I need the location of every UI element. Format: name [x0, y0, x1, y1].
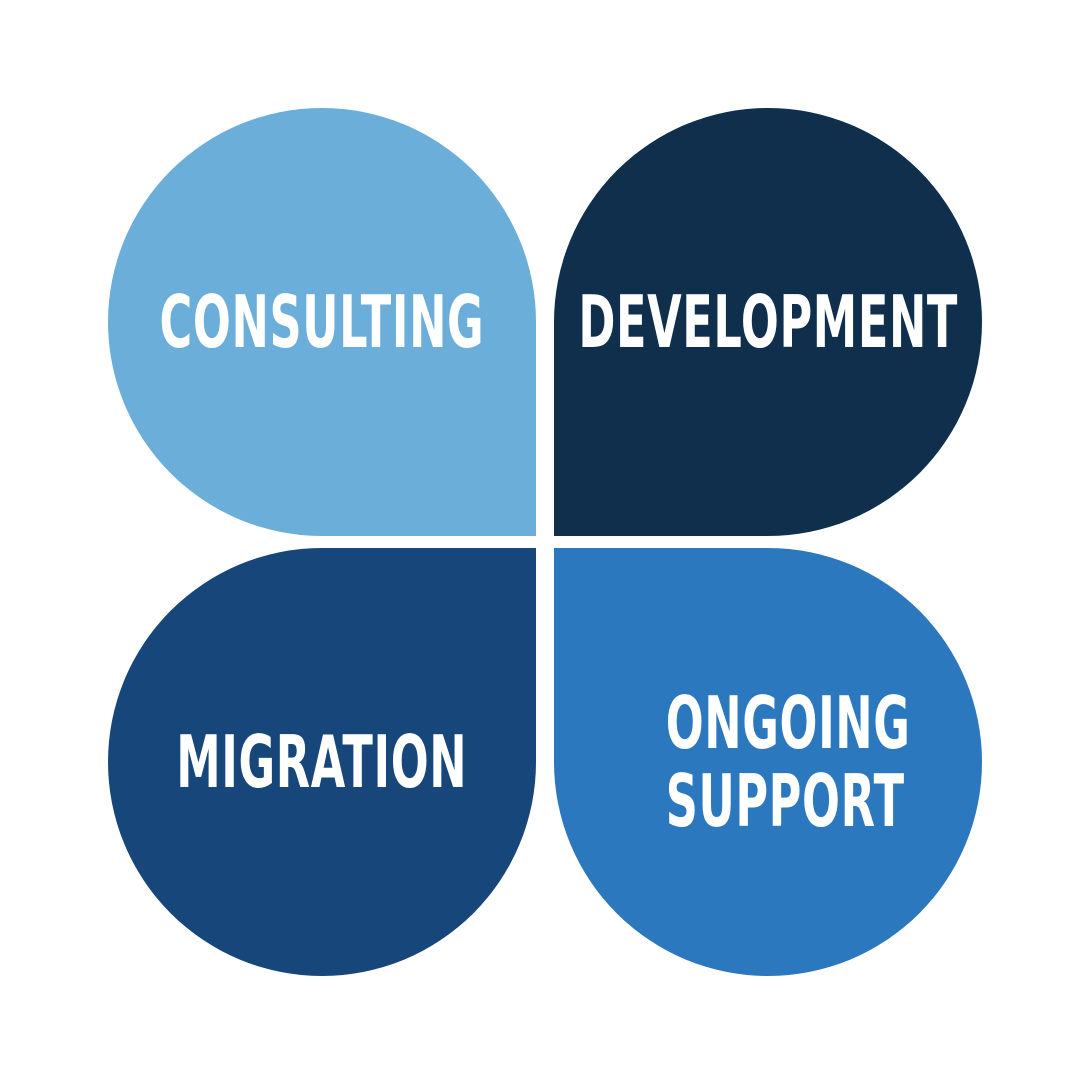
- migration-petal: MIGRATION: [108, 548, 536, 976]
- ongoing-support-petal: ONGOING SUPPORT: [554, 548, 982, 976]
- ongoing-support-label-line1: ONGOING: [665, 681, 911, 765]
- ongoing-support-label-line2: SUPPORT: [665, 759, 905, 843]
- migration-label: MIGRATION: [176, 720, 468, 804]
- consulting-label: CONSULTING: [159, 280, 485, 364]
- development-petal: DEVELOPMENT: [554, 108, 982, 536]
- development-label: DEVELOPMENT: [578, 280, 958, 364]
- consulting-petal: CONSULTING: [108, 108, 536, 536]
- ongoing-support-label: ONGOING SUPPORT: [665, 681, 911, 843]
